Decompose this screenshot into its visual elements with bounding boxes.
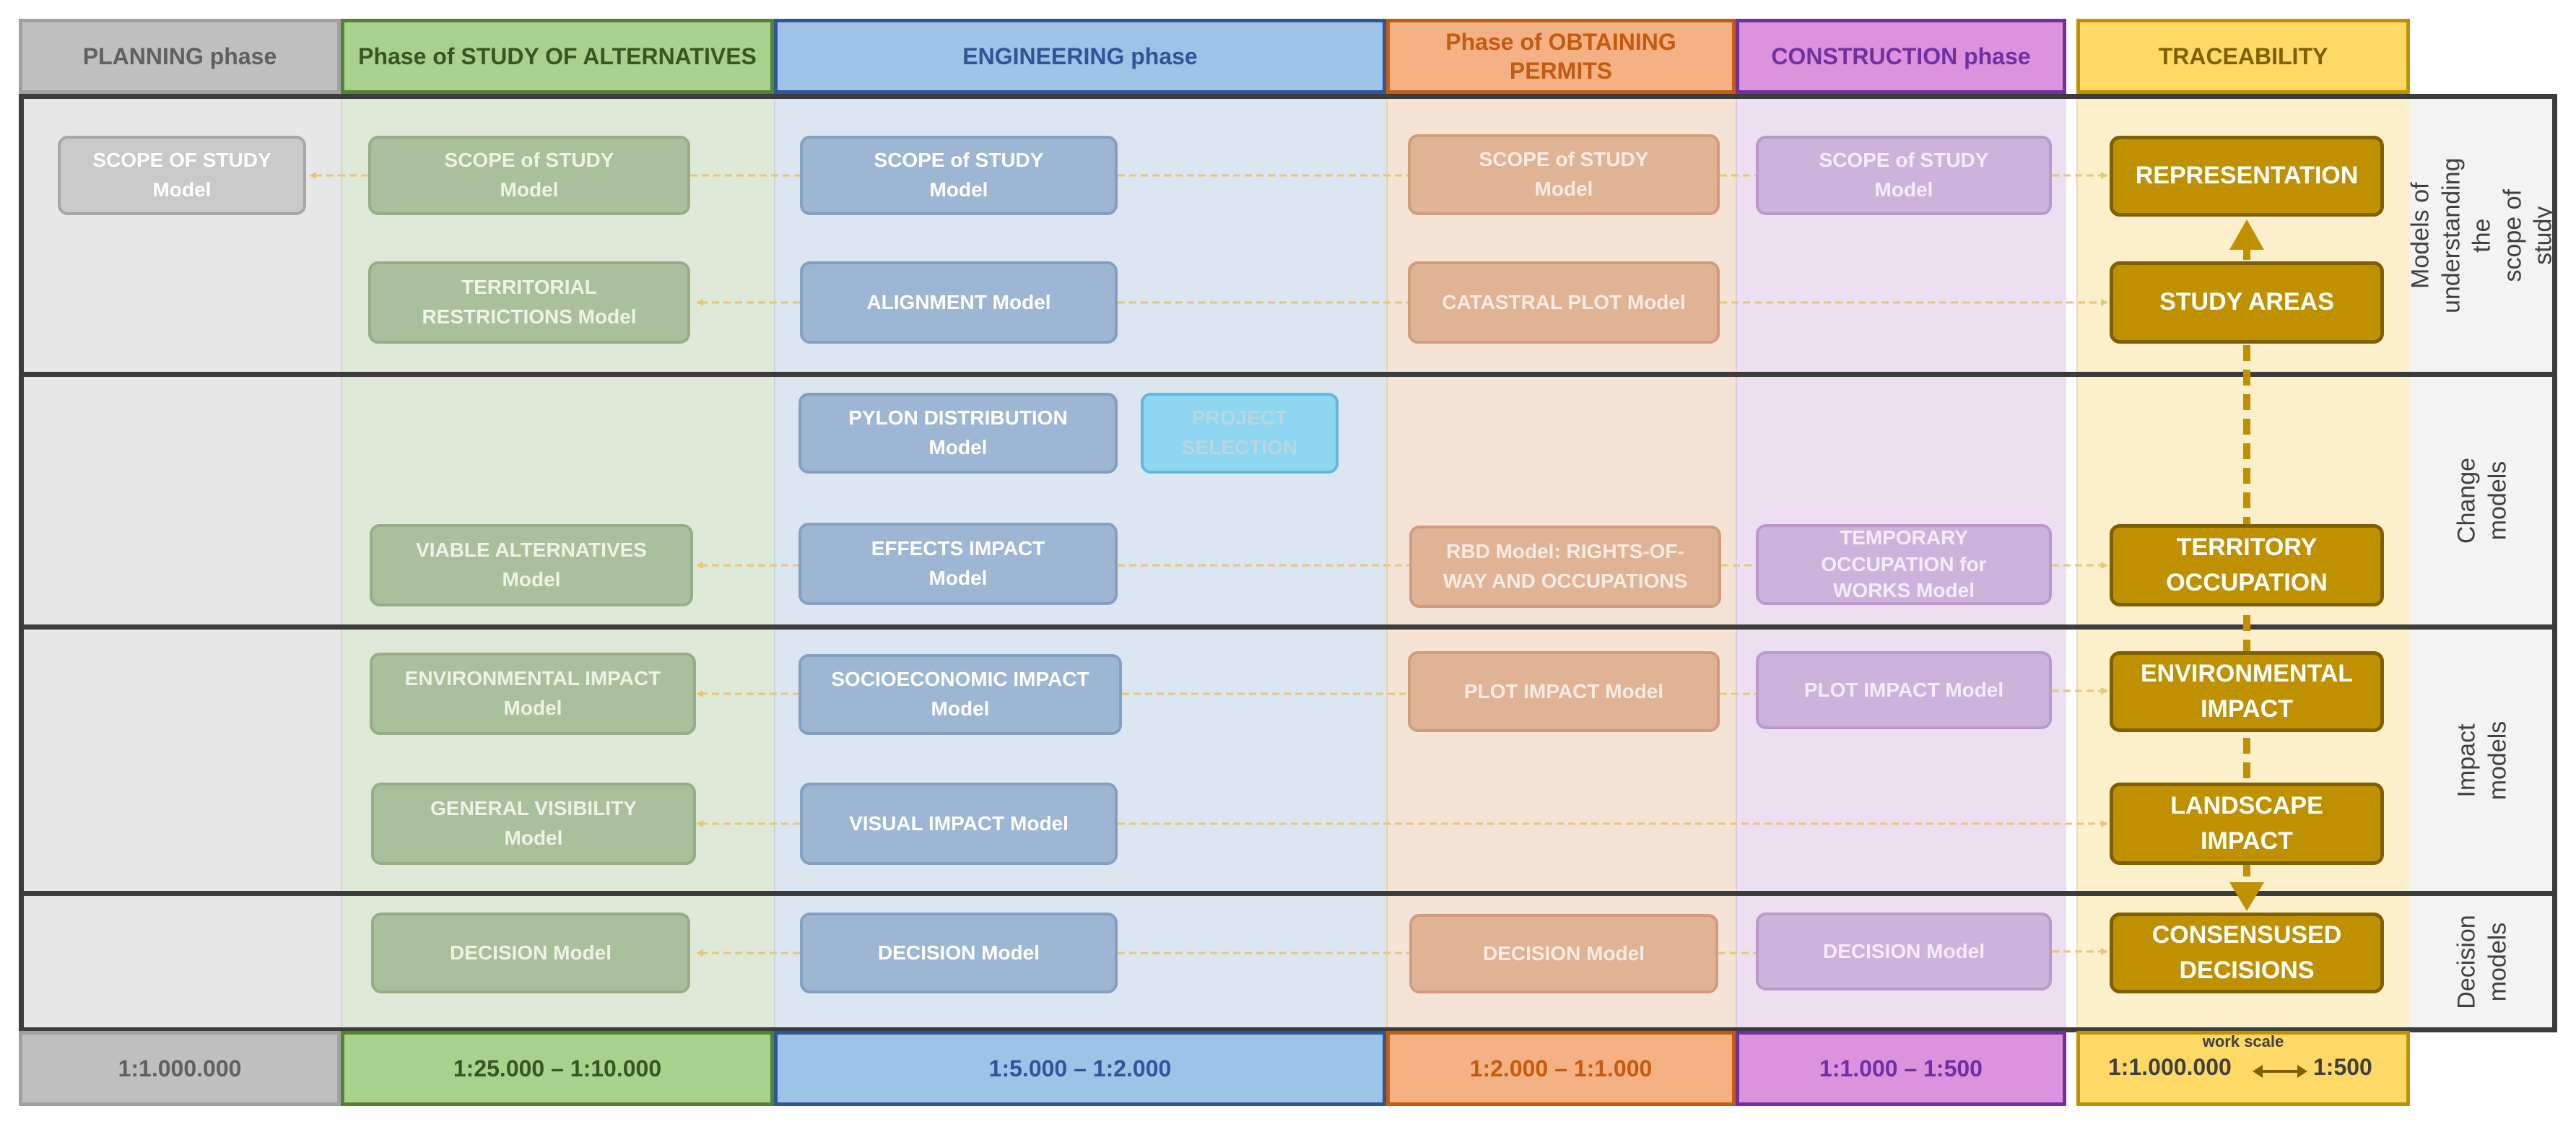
eng-scope-model: SCOPE of STUDY Model	[800, 136, 1118, 215]
alt-environmental-model: ENVIRONMENTAL IMPACT Model	[370, 653, 696, 735]
con-decision-model-label: DECISION Model	[1822, 939, 1985, 962]
con-temporary-model-label: TEMPORARY OCCUPATION for WORKS Model	[1821, 526, 1987, 602]
per-scope-model-label: SCOPE of STUDY Model	[1479, 148, 1649, 200]
alt-territorial-model: TERRITORIAL RESTRICTIONS Model	[368, 261, 690, 344]
eng-project-selection: PROJECT SELECTION	[1141, 393, 1339, 474]
planning-column-bg	[19, 94, 341, 1032]
band-decision	[19, 891, 2557, 1032]
per-rbd-model-label: RBD Model: RIGHTS-OF- WAY AND OCCUPATION…	[1443, 540, 1688, 592]
alt-viable-model-label: VIABLE ALTERNATIVES Model	[416, 539, 647, 591]
header-construction: CONSTRUCTION phase	[1736, 19, 2066, 94]
scale-alternatives: 1:25.000 – 1:10.000	[341, 1031, 774, 1106]
row-label-column-bg	[2410, 94, 2557, 1032]
scale-planning-text: 1:1.000.000	[118, 1055, 242, 1081]
con-decision-model: DECISION Model	[1756, 913, 2052, 991]
eng-effects-model: EFFECTS IMPACT Model	[799, 523, 1118, 605]
trace-arrowhead-down	[2229, 882, 2264, 911]
con-plot-model: PLOT IMPACT Model	[1756, 651, 2052, 729]
header-construction-title: CONSTRUCTION phase	[1771, 43, 2031, 69]
eng-socioeconomic-model-label: SOCIOECONOMIC IMPACT Model	[831, 668, 1089, 720]
scale-construction-text: 1:1.000 – 1:500	[1819, 1055, 1983, 1081]
header-planning: PLANNING phase	[19, 19, 341, 94]
alt-decision-model-label: DECISION Model	[449, 941, 612, 964]
scale-permits: 1:2.000 – 1:1.000	[1386, 1031, 1736, 1106]
trace-arrowhead-up	[2229, 219, 2264, 250]
scale-traceability	[2076, 1031, 2410, 1106]
eng-decision-model-label: DECISION Model	[877, 941, 1040, 964]
work-scale-caption: work scale	[2202, 1032, 2284, 1050]
eng-effects-model-label: EFFECTS IMPACT Model	[871, 537, 1045, 589]
scale-engineering: 1:5.000 – 1:2.000	[774, 1031, 1386, 1106]
planning-scope-model-label: SCOPE OF STUDY Model	[92, 149, 271, 201]
per-scope-model: SCOPE of STUDY Model	[1408, 134, 1720, 215]
scale-alternatives-text: 1:25.000 – 1:10.000	[453, 1055, 662, 1081]
trace-landscape-impact: LANDSCAPE IMPACT	[2110, 783, 2384, 865]
eng-alignment-model-label: ALIGNMENT Model	[866, 290, 1051, 313]
per-decision-model: DECISION Model	[1409, 914, 1718, 993]
con-scope-model: SCOPE of STUDY Model	[1756, 136, 2052, 215]
eng-alignment-model: ALIGNMENT Model	[800, 261, 1118, 344]
header-traceability-title: TRACEABILITY	[2158, 43, 2328, 69]
trace-consensused-decisions-label: CONSENSUSED DECISIONS	[2151, 920, 2342, 984]
trace-territory-occupation-label: TERRITORY OCCUPATION	[2166, 533, 2328, 596]
trace-representation: REPRESENTATION	[2110, 136, 2384, 217]
trace-landscape-impact-label: LANDSCAPE IMPACT	[2170, 791, 2323, 855]
header-permits: Phase of OBTAINING PERMITS	[1386, 19, 1736, 94]
header-engineering: ENGINEERING phase	[774, 19, 1386, 94]
eng-pylon-model: PYLON DISTRIBUTION Model	[799, 393, 1118, 474]
alt-decision-model: DECISION Model	[371, 913, 690, 993]
double-arrow-icon	[2253, 1065, 2307, 1078]
scale-planning: 1:1.000.000	[19, 1031, 341, 1106]
header-alternatives: Phase of STUDY OF ALTERNATIVES	[341, 19, 774, 94]
con-temporary-model: TEMPORARY OCCUPATION for WORKS Model	[1756, 524, 2052, 605]
trace-representation-label: REPRESENTATION	[2135, 162, 2359, 190]
alt-territorial-model-label: TERRITORIAL RESTRICTIONS Model	[422, 276, 637, 328]
per-catastral-model-label: CATASTRAL PLOT Model	[1442, 290, 1686, 313]
alt-viable-model: VIABLE ALTERNATIVES Model	[370, 524, 693, 606]
trace-study-areas: STUDY AREAS	[2110, 261, 2384, 344]
per-decision-model-label: DECISION Model	[1482, 941, 1645, 965]
scale-engineering-text: 1:5.000 – 1:2.000	[988, 1055, 1172, 1081]
header-permits-title: Phase of OBTAINING PERMITS	[1445, 29, 1676, 84]
alt-visibility-model-label: GENERAL VISIBILITY Model	[430, 797, 637, 849]
work-scale-from: 1:1.000.000	[2108, 1054, 2232, 1080]
trace-study-areas-label: STUDY AREAS	[2159, 288, 2334, 316]
header-alternatives-title: Phase of STUDY OF ALTERNATIVES	[358, 43, 757, 69]
work-scale-to: 1:500	[2313, 1054, 2372, 1080]
alt-environmental-model-label: ENVIRONMENTAL IMPACT Model	[404, 667, 661, 719]
trace-environmental-impact-label: ENVIRONMENTAL IMPACT	[2140, 659, 2354, 723]
eng-decision-model: DECISION Model	[800, 913, 1118, 993]
header-engineering-title: ENGINEERING phase	[962, 43, 1198, 69]
eng-scope-model-label: SCOPE of STUDY Model	[874, 149, 1044, 201]
per-catastral-model: CATASTRAL PLOT Model	[1408, 261, 1720, 344]
per-plot-model-label: PLOT IMPACT Model	[1463, 679, 1664, 702]
header-traceability: TRACEABILITY	[2076, 19, 2410, 94]
trace-territory-occupation: TERRITORY OCCUPATION	[2110, 524, 2384, 606]
eng-visual-model: VISUAL IMPACT Model	[800, 783, 1118, 865]
trace-consensused-decisions: CONSENSUSED DECISIONS	[2110, 913, 2384, 993]
eng-socioeconomic-model: SOCIOECONOMIC IMPACT Model	[799, 654, 1122, 735]
con-scope-model-label: SCOPE of STUDY Model	[1819, 149, 1989, 201]
scale-permits-text: 1:2.000 – 1:1.000	[1469, 1055, 1653, 1081]
alt-visibility-model: GENERAL VISIBILITY Model	[371, 783, 696, 865]
eng-project-selection-label: PROJECT SELECTION	[1181, 406, 1298, 458]
per-plot-model: PLOT IMPACT Model	[1408, 651, 1720, 732]
eng-visual-model-label: VISUAL IMPACT Model	[849, 811, 1069, 835]
alt-scope-model-label: SCOPE of STUDY Model	[444, 149, 614, 201]
per-rbd-model: RBD Model: RIGHTS-OF- WAY AND OCCUPATION…	[1409, 526, 1721, 608]
con-plot-model-label: PLOT IMPACT Model	[1803, 678, 2004, 701]
trace-environmental-impact: ENVIRONMENTAL IMPACT	[2110, 651, 2384, 732]
scale-construction: 1:1.000 – 1:500	[1736, 1031, 2066, 1106]
alt-scope-model: SCOPE of STUDY Model	[368, 136, 690, 215]
header-planning-title: PLANNING phase	[82, 43, 277, 69]
eng-pylon-model-label: PYLON DISTRIBUTION Model	[848, 406, 1068, 458]
planning-scope-model: SCOPE OF STUDY Model	[58, 136, 306, 215]
